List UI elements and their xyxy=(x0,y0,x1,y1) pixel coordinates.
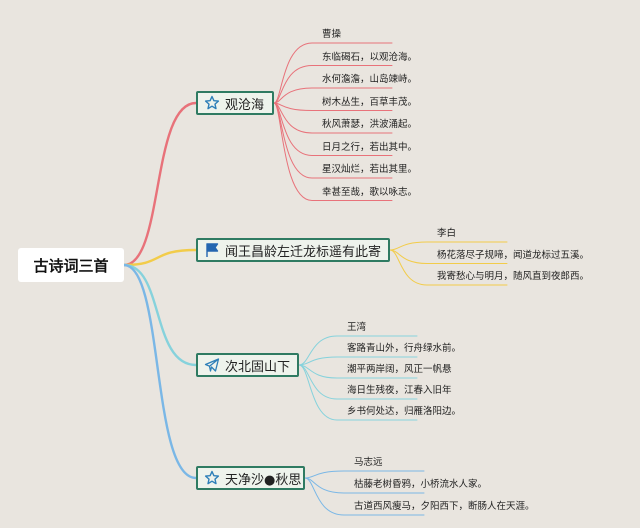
root-label: 古诗词三首 xyxy=(33,256,109,275)
leaf-connector xyxy=(273,102,393,111)
poem-author[interactable]: 李白 xyxy=(437,228,457,239)
poem-line[interactable]: 日月之行，若出其中。 xyxy=(322,141,418,153)
leaf-connector xyxy=(298,335,418,366)
poem-line[interactable]: 杨花落尽子规啼，闻道龙标过五溪。 xyxy=(437,249,590,261)
root-branch-connector xyxy=(122,248,198,267)
topic-tian-jing-sha[interactable]: 天净沙●秋思 xyxy=(196,466,305,490)
topic-label: 次北固山下 xyxy=(225,359,291,375)
flag-icon xyxy=(204,242,220,258)
poem-line[interactable]: 客路青山外，行舟绿水前。 xyxy=(347,343,462,354)
leaf-connector xyxy=(273,65,393,104)
poem-line[interactable]: 东临碣石，以观沧海。 xyxy=(322,51,418,63)
leaf-connector xyxy=(273,102,393,201)
paper-plane-icon xyxy=(204,357,220,373)
leaf-connector xyxy=(389,249,508,286)
star-icon xyxy=(204,95,220,111)
poem-author[interactable]: 王湾 xyxy=(347,322,367,333)
poem-line[interactable]: 我寄愁心与明月，随风直到夜郎西。 xyxy=(437,271,590,282)
poem-line[interactable]: 树木丛生，百草丰茂。 xyxy=(322,96,418,108)
poem-line[interactable]: 星汉灿烂，若出其里。 xyxy=(322,164,418,175)
topic-label: 观沧海 xyxy=(225,97,265,113)
topic-wen-wang-chang-ling[interactable]: 闻王昌龄左迁龙标遥有此寄 xyxy=(196,238,390,262)
root-branch-connector xyxy=(122,101,198,267)
leaf-connector xyxy=(304,470,425,479)
poem-line[interactable]: 潮平两岸阔，风正一帆悬 xyxy=(347,364,452,375)
root-branch-connector xyxy=(122,263,198,480)
poem-line[interactable]: 秋风萧瑟，洪波涌起。 xyxy=(322,119,418,130)
poem-author[interactable]: 马志远 xyxy=(354,457,383,468)
root-topic[interactable]: 古诗词三首 xyxy=(18,248,124,282)
star-icon xyxy=(204,470,220,486)
topic-label: 闻王昌龄左迁龙标遥有此寄 xyxy=(225,244,382,260)
poem-line[interactable]: 枯藤老树昏鸦，小桥流水人家。 xyxy=(354,479,488,490)
poem-line[interactable]: 海日生残夜，江春入旧年 xyxy=(347,385,452,396)
leaf-connector xyxy=(389,241,508,251)
poem-line[interactable]: 古道西风瘦马，夕阳西下，断肠人在天涯。 xyxy=(354,501,535,512)
topic-label: 天净沙●秋思 xyxy=(225,472,302,488)
leaf-connector xyxy=(304,477,425,516)
leaf-connector xyxy=(298,356,418,366)
poem-line[interactable]: 幸甚至哉，歌以咏志。 xyxy=(322,186,418,198)
leaf-connector xyxy=(298,364,418,400)
topic-ci-bei-gu-shan-xia[interactable]: 次北固山下 xyxy=(196,353,299,377)
poem-line[interactable]: 水何澹澹，山岛竦峙。 xyxy=(322,74,418,85)
leaf-connector xyxy=(298,364,418,421)
poem-author[interactable]: 曹操 xyxy=(322,29,342,40)
poem-line[interactable]: 乡书何处达，归雁洛阳边。 xyxy=(347,406,462,417)
topic-guan-cang-hai[interactable]: 观沧海 xyxy=(196,91,274,115)
root-branch-connector xyxy=(122,263,198,367)
leaf-connector xyxy=(273,87,393,104)
